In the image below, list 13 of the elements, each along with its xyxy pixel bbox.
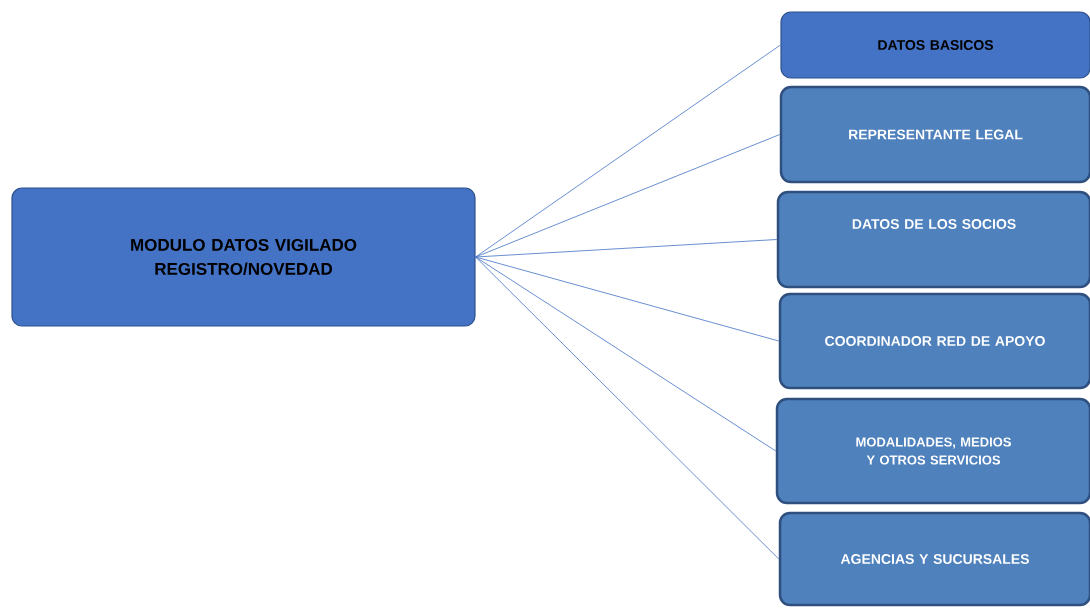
connector-line: [475, 256, 780, 560]
process-box: DATOS BASICOS: [780, 11, 1090, 79]
process-box: MODALIDADES, MEDIOS Y OTROS SERVICIOS: [775, 397, 1090, 505]
connector-line: [475, 256, 780, 342]
process-box: MODULO DATOS VIGILADO REGISTRO/NOVEDAD: [11, 187, 476, 327]
process-box: REPRESENTANTE LEGAL: [779, 85, 1090, 184]
process-box: DATOS DE LOS SOCIOS: [776, 190, 1090, 289]
connector-line: [475, 239, 778, 258]
connector-line: [475, 44, 781, 258]
process-box: COORDINADOR RED DE APOYO: [778, 292, 1090, 390]
process-box: AGENCIAS Y SUCURSALES: [778, 511, 1090, 607]
connector-line: [475, 134, 781, 258]
connector-line: [475, 256, 777, 452]
